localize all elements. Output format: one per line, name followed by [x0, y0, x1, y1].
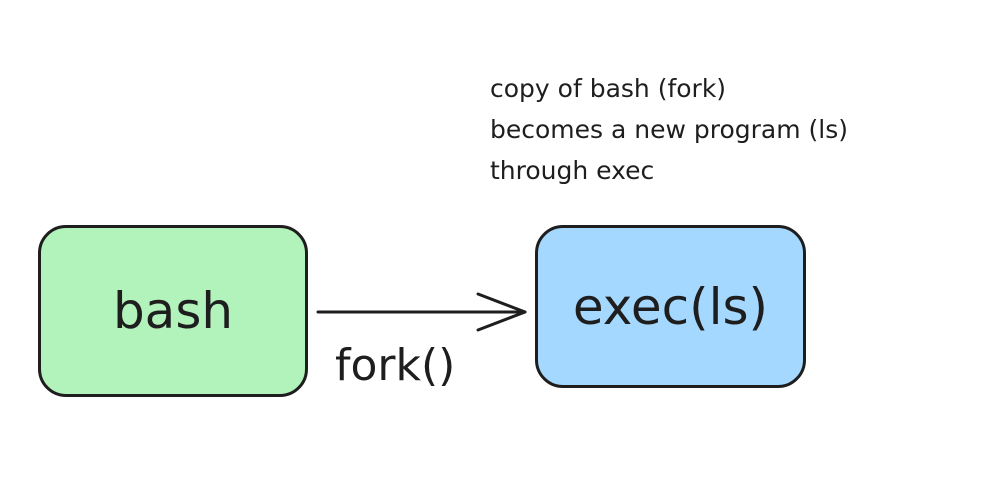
exec-node: exec(ls) — [535, 225, 806, 388]
bash-node-label: bash — [112, 282, 234, 340]
annotation-line: becomes a new program (ls) — [490, 115, 849, 144]
exec-node-label: exec(ls) — [572, 277, 769, 336]
bash-node: bash — [38, 225, 308, 397]
annotation-line: copy of bash (fork) — [490, 74, 727, 103]
annotation-line: through exec — [490, 156, 655, 185]
edge-label: fork() — [335, 340, 456, 391]
annotation-note: copy of bash (fork) becomes a new progra… — [490, 68, 848, 191]
arrow-head-icon — [476, 292, 527, 332]
